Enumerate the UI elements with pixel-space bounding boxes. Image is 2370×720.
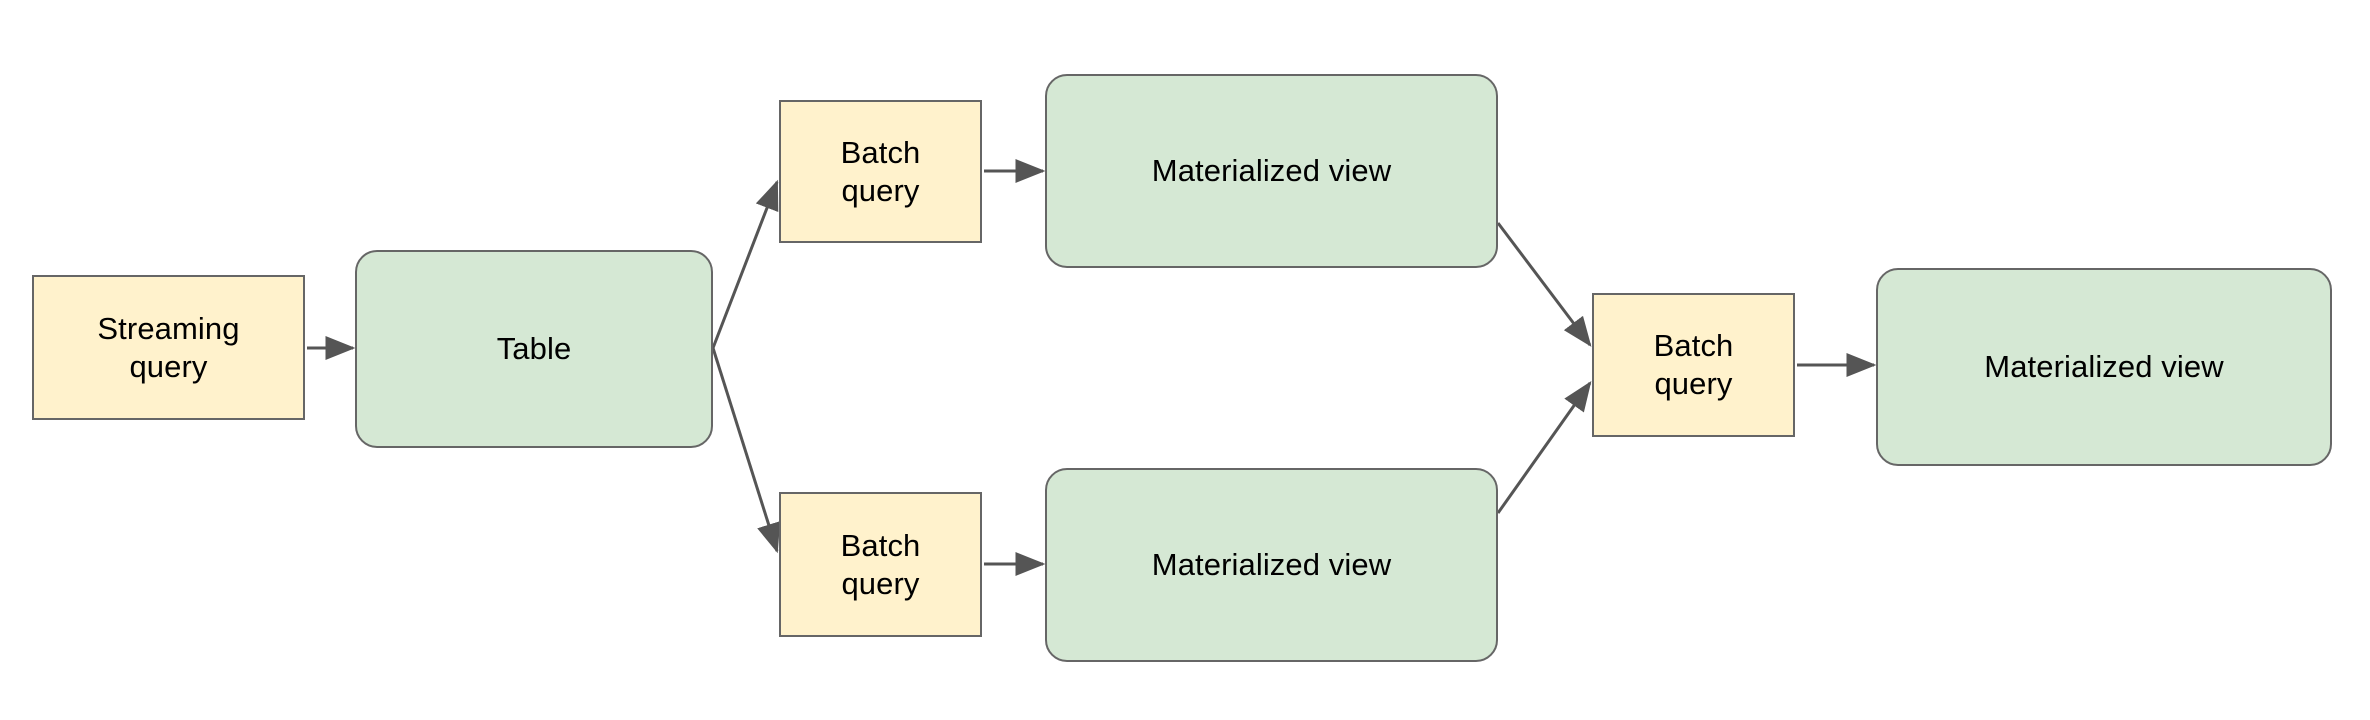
edge-materialized-view-bottom-to-batch-query-join [1496, 381, 1592, 514]
edge-materialized-view-top-to-batch-query-join [1496, 222, 1592, 347]
node-label: Materialized view [1151, 153, 1392, 189]
node-materialized-view-top[interactable]: Materialized view [1045, 74, 1498, 268]
node-label: Batch query [840, 134, 921, 208]
node-label: Materialized view [1984, 349, 2224, 385]
node-label: Table [496, 331, 572, 367]
node-batch-query-join[interactable]: Batch query [1592, 293, 1795, 437]
node-batch-query-bottom[interactable]: Batch query [779, 492, 982, 637]
node-materialized-view-bottom[interactable]: Materialized view [1045, 468, 1498, 662]
node-label: Materialized view [1151, 547, 1392, 583]
node-label: Batch query [1653, 328, 1734, 401]
node-streaming-query[interactable]: Streaming query [32, 275, 305, 420]
edge-table-to-batch-query-bottom [711, 347, 781, 554]
edge-table-to-batch-query-top [711, 179, 779, 349]
node-materialized-view-final[interactable]: Materialized view [1876, 268, 2332, 466]
node-table[interactable]: Table [355, 250, 713, 448]
node-label: Streaming query [97, 310, 240, 384]
node-label: Batch query [840, 527, 921, 601]
node-batch-query-top[interactable]: Batch query [779, 100, 982, 243]
